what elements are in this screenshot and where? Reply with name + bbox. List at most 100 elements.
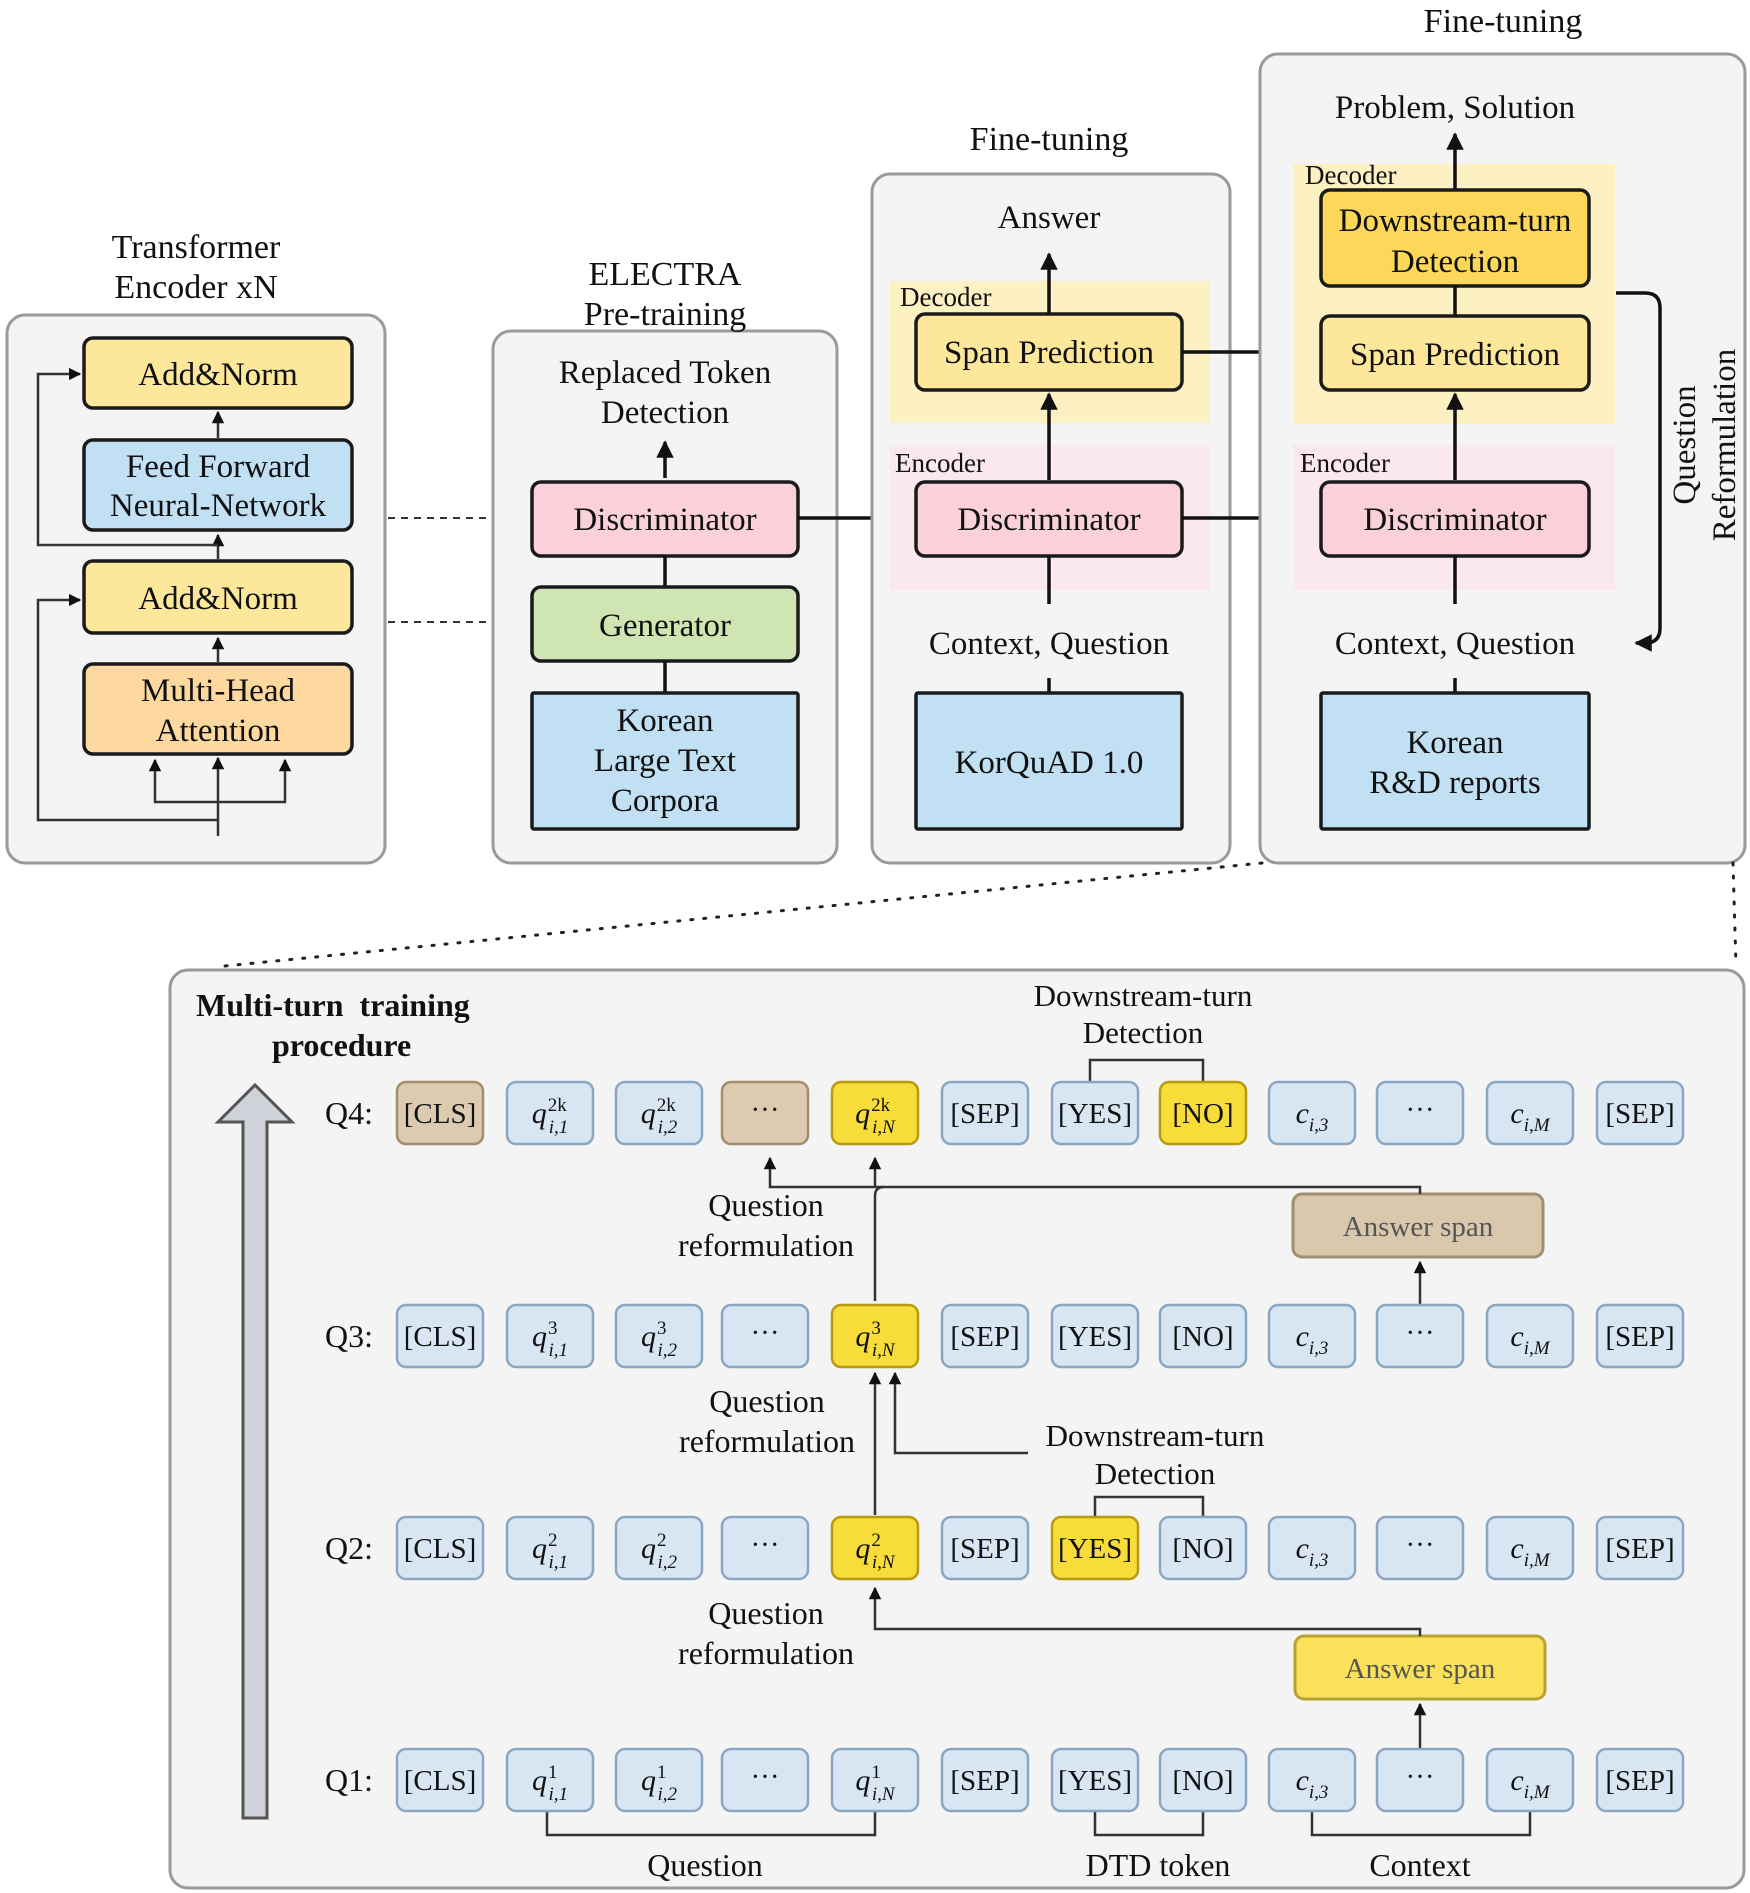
token-text: [NO]: [1172, 1098, 1233, 1130]
finetune1-context-question: Context, Question: [929, 626, 1169, 662]
generator-label: Generator: [599, 608, 731, 644]
token-c3: ci,3: [1267, 1303, 1357, 1369]
transformer-title-line2: Encoder xN: [114, 269, 277, 306]
token-cls: [CLS]: [395, 1303, 485, 1369]
finetune2-discriminator-label: Discriminator: [1363, 502, 1546, 538]
token-text: [CLS]: [404, 1098, 477, 1130]
multiturn-panel: Multi-turn training procedure Downstream…: [168, 968, 1746, 1890]
token-ell: ···: [1375, 1515, 1465, 1581]
token-text: [SEP]: [950, 1533, 1019, 1565]
token-text: [CLS]: [404, 1533, 477, 1565]
row-label: Q2:: [325, 1530, 373, 1566]
token-text: ci,3: [1296, 1532, 1329, 1571]
token-text: [NO]: [1172, 1765, 1233, 1797]
token-c3: ci,3: [1267, 1747, 1357, 1813]
rd-line2: R&D reports: [1369, 765, 1540, 801]
multi-head-attention-box: [82, 662, 354, 756]
electra-title-line1: ELECTRA: [589, 256, 742, 293]
finetune1-answer: Answer: [998, 200, 1101, 236]
token-sep: [SEP]: [1595, 1080, 1685, 1146]
progress-up-arrow: [214, 1082, 296, 1820]
finetune1-span-label: Span Prediction: [944, 335, 1154, 371]
finetune1-title: Fine-tuning: [970, 121, 1129, 158]
dtd-mid-line1: Downstream-turn: [1046, 1418, 1265, 1453]
token-text: [SEP]: [950, 1098, 1019, 1130]
side-label-line2: Reformulation: [1707, 349, 1743, 541]
token-ell: ···: [720, 1080, 810, 1146]
token-sep: [SEP]: [940, 1080, 1030, 1146]
feed-forward-line2: Neural-Network: [110, 488, 327, 524]
bottom-dtd-label: DTD token: [1086, 1847, 1231, 1883]
token-sep: [SEP]: [1595, 1303, 1685, 1369]
token-text: ci,M: [1510, 1764, 1550, 1803]
token-text: ···: [751, 1317, 780, 1349]
finetune1-encoder-label: Encoder: [895, 448, 985, 478]
token-no: [NO]: [1158, 1303, 1248, 1369]
finetune1-discriminator-label: Discriminator: [957, 502, 1140, 538]
finetune1-decoder-label: Decoder: [900, 282, 991, 312]
token-text: ···: [1406, 1761, 1435, 1793]
korean-corpora-box: [530, 691, 800, 831]
dtd-top-line1: Downstream-turn: [1034, 978, 1253, 1013]
token-text: [SEP]: [950, 1321, 1019, 1353]
mha-line1: Multi-Head: [141, 673, 295, 709]
add-norm-top-label: Add&Norm: [138, 357, 298, 393]
token-ell: ···: [720, 1515, 810, 1581]
token-sep: [SEP]: [940, 1515, 1030, 1581]
finetune2-span-label: Span Prediction: [1350, 337, 1560, 373]
finetune2-span-prediction-box: [1319, 314, 1591, 392]
corpora-line2: Large Text: [594, 743, 736, 779]
electra-title-line2: Pre-training: [584, 296, 746, 333]
token-text: ci,M: [1510, 1097, 1550, 1136]
rtd-line2: Detection: [601, 395, 729, 431]
token-sep: [SEP]: [940, 1303, 1030, 1369]
token-yes: [YES]: [1050, 1747, 1140, 1813]
rd-line1: Korean: [1406, 725, 1503, 761]
token-yes: [YES]: [1050, 1515, 1140, 1581]
token-cls: [CLS]: [395, 1515, 485, 1581]
token-yes: [YES]: [1050, 1303, 1140, 1369]
token-text: ci,M: [1510, 1532, 1550, 1571]
answer-span-upper: [1291, 1192, 1545, 1259]
token-text: ci,3: [1296, 1764, 1329, 1803]
token-text: [NO]: [1172, 1533, 1233, 1565]
qr2-line1: Question: [709, 1383, 825, 1419]
qr2-line2: reformulation: [679, 1423, 855, 1459]
token-text: ci,3: [1296, 1097, 1329, 1136]
dtd-line1: Downstream-turn: [1339, 203, 1572, 239]
dtd-top-line2: Detection: [1083, 1015, 1204, 1050]
row-label: Q3:: [325, 1318, 373, 1354]
token-cls: [CLS]: [395, 1747, 485, 1813]
token-ell: ···: [720, 1303, 810, 1369]
token-text: ci,M: [1510, 1320, 1550, 1359]
token-cM: ci,M: [1485, 1747, 1575, 1813]
token-ell: ···: [1375, 1303, 1465, 1369]
token-sep: [SEP]: [940, 1747, 1030, 1813]
qr3-line1: Question: [708, 1187, 824, 1223]
qr1-line2: reformulation: [678, 1635, 854, 1671]
korquad-box: [914, 691, 1184, 831]
electra-panel: ELECTRA Pre-training Replaced Token Dete…: [491, 256, 839, 865]
corpora-line3: Corpora: [611, 783, 719, 819]
qr1-line1: Question: [708, 1595, 824, 1631]
token-text: [YES]: [1058, 1098, 1132, 1130]
add-norm-bottom-box: [82, 559, 354, 635]
finetune2-title: Fine-tuning: [1424, 3, 1583, 40]
token-sep: [SEP]: [1595, 1515, 1685, 1581]
